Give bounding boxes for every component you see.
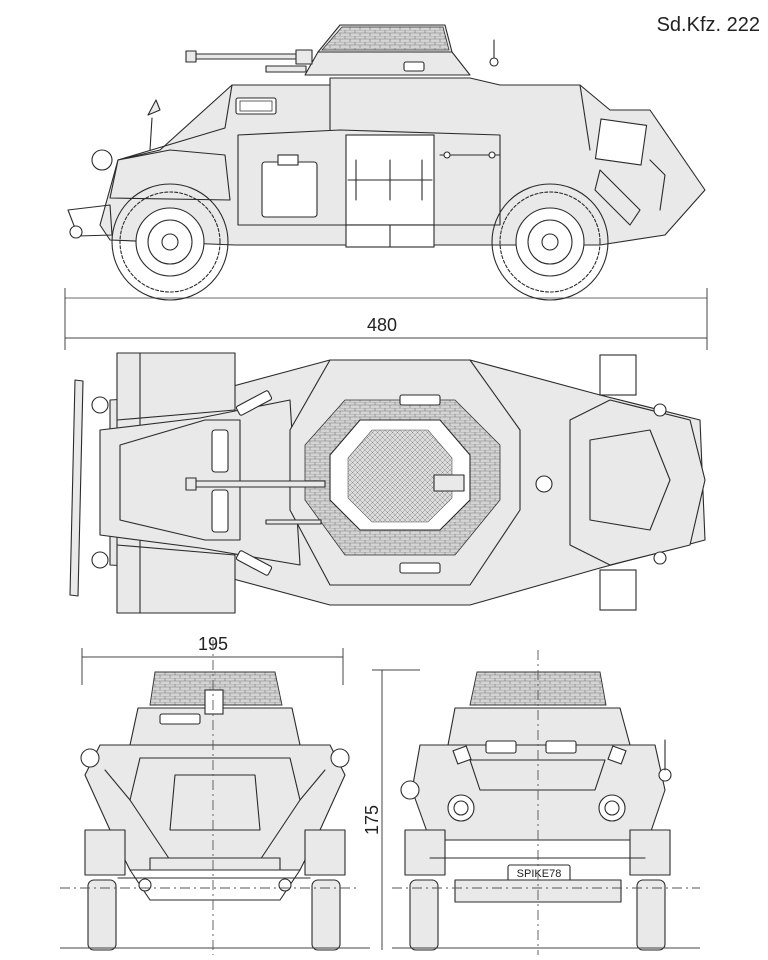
vehicle-designation: Sd.Kfz. 222 bbox=[656, 14, 760, 36]
front-left-fender bbox=[84, 829, 126, 876]
side-view bbox=[67, 24, 706, 301]
rear-right-tyre bbox=[636, 879, 666, 951]
front-view bbox=[80, 671, 350, 951]
length-dimension-label: 480 bbox=[367, 315, 397, 335]
side-vision-slot bbox=[235, 97, 277, 115]
rear-left-fender bbox=[404, 829, 446, 876]
length-dimension bbox=[64, 288, 708, 350]
side-turret bbox=[304, 51, 471, 76]
rear-hull bbox=[411, 744, 666, 841]
top-main-gun bbox=[189, 480, 326, 488]
front-axle-plate bbox=[149, 857, 281, 871]
side-front-wheel bbox=[111, 183, 229, 301]
top-rear-box-1 bbox=[599, 354, 637, 396]
top-view bbox=[69, 352, 706, 614]
width-dimension bbox=[81, 648, 344, 685]
side-stowage-box bbox=[261, 161, 318, 218]
rear-left-tyre bbox=[409, 879, 439, 951]
top-rear-section bbox=[569, 399, 706, 566]
top-bumper bbox=[69, 379, 84, 597]
height-dimension bbox=[372, 669, 420, 950]
front-right-tyre bbox=[311, 879, 341, 951]
side-rear-box bbox=[594, 118, 648, 166]
side-gun bbox=[185, 49, 313, 73]
center-lines bbox=[60, 640, 700, 955]
rear-view bbox=[400, 671, 672, 951]
license-plate-text: SPIKE78 bbox=[517, 868, 562, 880]
top-rear-box-2 bbox=[599, 569, 637, 611]
height-dimension-label: 175 bbox=[362, 805, 382, 835]
front-right-fender bbox=[304, 829, 346, 876]
front-left-tyre bbox=[87, 879, 117, 951]
rear-right-fender bbox=[629, 829, 671, 876]
side-rear-wheel bbox=[491, 183, 609, 301]
side-headlight bbox=[91, 149, 113, 171]
rear-turret bbox=[447, 707, 631, 746]
